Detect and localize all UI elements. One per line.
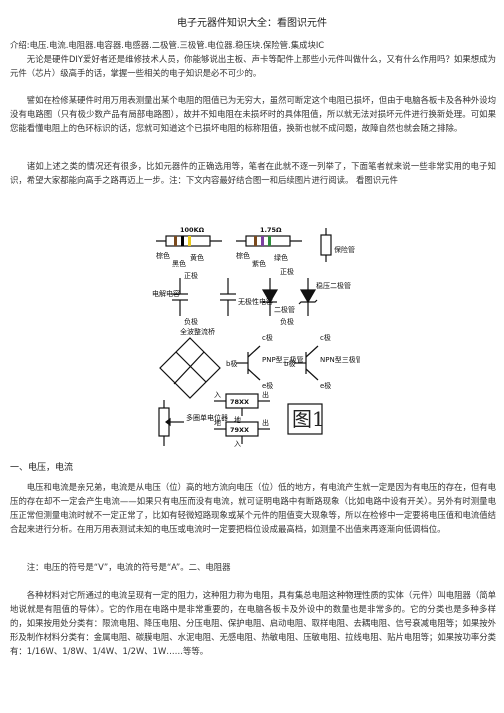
- cap-positive-label: 正极: [184, 271, 198, 280]
- diode-negative-label: 负极: [280, 317, 294, 326]
- paragraph-5: 注：电压的符号是“V”，电流的符号是“A”。二、电阻器: [26, 562, 231, 572]
- bridge-label: 全波整流桥: [180, 327, 215, 336]
- r1-band-yellow: 黄色: [190, 253, 204, 262]
- figure-tag: 图1: [292, 407, 325, 431]
- diode-positive-label: 正极: [280, 267, 294, 276]
- fuse-label: 保险管: [334, 245, 355, 254]
- pnp-c-pole: c极: [262, 333, 273, 342]
- npn-c-pole: c极: [320, 333, 331, 342]
- component-diagram: 100KΩ 1.75Ω 棕色 黑色 黄色 棕色 紫色 绿色 保险管 正极 负极 …: [152, 226, 360, 448]
- potentiometer-label: 多圈单电位器: [186, 413, 228, 422]
- zener-label: 稳压二极管: [316, 281, 351, 290]
- figure-1: 100KΩ 1.75Ω 棕色 黑色 黄色 棕色 紫色 绿色 保险管 正极 负极 …: [150, 222, 360, 448]
- diode-label: 二极管: [274, 305, 295, 314]
- r2-band-purple: 紫色: [252, 259, 266, 268]
- r2-band-brown: 棕色: [236, 251, 250, 260]
- reg78-out: 出: [262, 390, 269, 399]
- intro-line: 介绍:电压.电流.电阻器.电容器.电感器.二极管.三极管.电位器.稳压块.保险管…: [10, 40, 325, 50]
- reg78-label: 78XX: [230, 398, 249, 406]
- npn-label: NPN型三极管: [320, 355, 360, 364]
- reg79-in: 入: [234, 440, 241, 448]
- reg79-gnd: 地: [214, 418, 221, 427]
- npn-e-pole: e极: [320, 381, 331, 390]
- pnp-b-pole: b极: [226, 359, 237, 368]
- page-title: 电子元器件知识大全：看图识元件: [177, 18, 327, 29]
- reg78-in: 入: [214, 391, 221, 399]
- paragraph-3: 诸如上述之类的情况还有很多，比如元器件的正确选用等，笔者在此就不逐一列举了，下面…: [10, 161, 496, 185]
- r1-value: 100KΩ: [180, 226, 205, 234]
- paragraph-2: 譬如在检修某硬件时用万用表测量出某个电阻的阻值已为无穷大，虽然可断定这个电阻已损…: [10, 95, 496, 133]
- pnp-label: PNP型三极管: [262, 355, 304, 364]
- r2-band-green: 绿色: [274, 253, 288, 262]
- paragraph-6: 各种材料对它所通过的电流呈现有一定的阻力，这种阻力称为电阻，具有集总电阻这种物理…: [10, 590, 496, 656]
- paragraph-4: 电压和电流是亲兄弟，电流是从电压（位）高的地方流向电压（位）低的地方，有电流产生…: [10, 482, 496, 534]
- r2-value: 1.75Ω: [260, 226, 282, 234]
- section-voltage-current: 一、电压，电流: [10, 463, 74, 473]
- reg78-gnd: 地: [234, 415, 241, 424]
- paragraph-1: 无论是硬件DIY爱好者还是维修技术人员，你能够说出主板、声卡等配件上那些小元件叫…: [10, 54, 496, 78]
- reg79-out: 出: [262, 418, 269, 427]
- nonpolar-cap-label: 无极性电容: [238, 297, 273, 306]
- r1-band-brown: 棕色: [156, 251, 170, 260]
- reg79-label: 79XX: [230, 426, 249, 434]
- npn-b-pole: b极: [284, 359, 295, 368]
- cap-negative-label: 负极: [184, 317, 198, 326]
- electrolytic-cap-label: 电解电容: [152, 289, 180, 298]
- r1-band-black: 黑色: [172, 259, 186, 268]
- pnp-e-pole: e极: [262, 381, 273, 390]
